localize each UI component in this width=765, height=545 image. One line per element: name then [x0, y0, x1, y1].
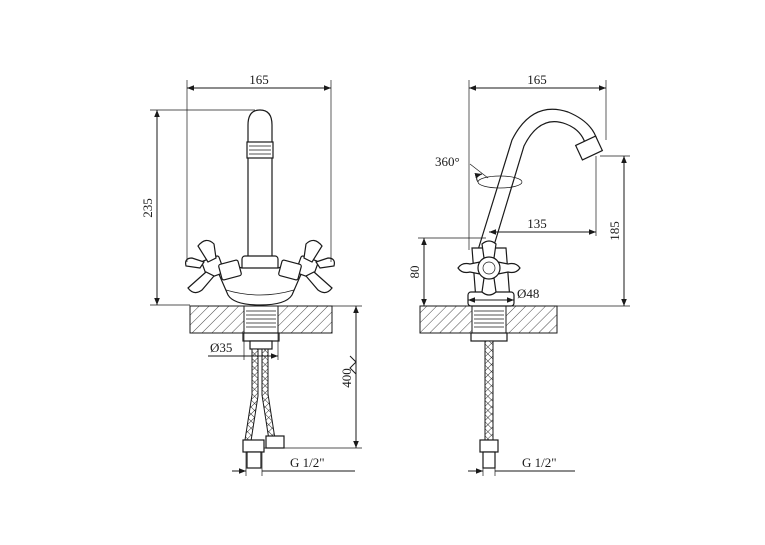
- handle-height-label: 80: [407, 266, 422, 279]
- side-thread-label: G 1/2": [522, 455, 557, 470]
- lock-nut: [242, 332, 280, 342]
- pipe-diameter-label: Ø35: [210, 340, 232, 355]
- base-diameter-label: Ø48: [517, 286, 539, 301]
- side-hose-fitting: [482, 451, 496, 469]
- right-cross-handle[interactable]: [278, 239, 335, 294]
- nut-lower: [249, 340, 273, 350]
- hose-nut-left: [242, 439, 265, 453]
- front-view: 165 235 Ø35 400 G 1/2": [140, 72, 362, 476]
- shank-thread: [246, 310, 276, 328]
- flex-hose-right: [261, 348, 276, 441]
- left-cross-handle[interactable]: [185, 239, 242, 294]
- side-mounting-shank: [471, 305, 507, 334]
- side-lock-nut: [470, 332, 508, 342]
- hose-fitting: [246, 451, 262, 469]
- front-width-label: 165: [249, 72, 269, 87]
- side-flex-hose: [484, 340, 494, 441]
- side-view: 360° 165 135 185 80 Ø48 G 1/2": [407, 72, 630, 476]
- side-hose-nut: [479, 439, 499, 453]
- mounting-shank: [243, 305, 279, 334]
- hose-length-label: 400: [339, 368, 354, 388]
- side-cross-handle[interactable]: [457, 240, 521, 296]
- rotation-label: 360°: [435, 154, 460, 169]
- hose-nut-right: [265, 435, 285, 449]
- reach-label: 135: [527, 216, 547, 231]
- side-aerator: [574, 135, 604, 161]
- spout-front: [247, 109, 273, 263]
- front-height-label: 235: [140, 198, 155, 218]
- front-thread-label: G 1/2": [290, 455, 325, 470]
- spout-height-label: 185: [607, 221, 622, 241]
- side-width-label: 165: [527, 72, 547, 87]
- flex-hose-left: [244, 348, 259, 442]
